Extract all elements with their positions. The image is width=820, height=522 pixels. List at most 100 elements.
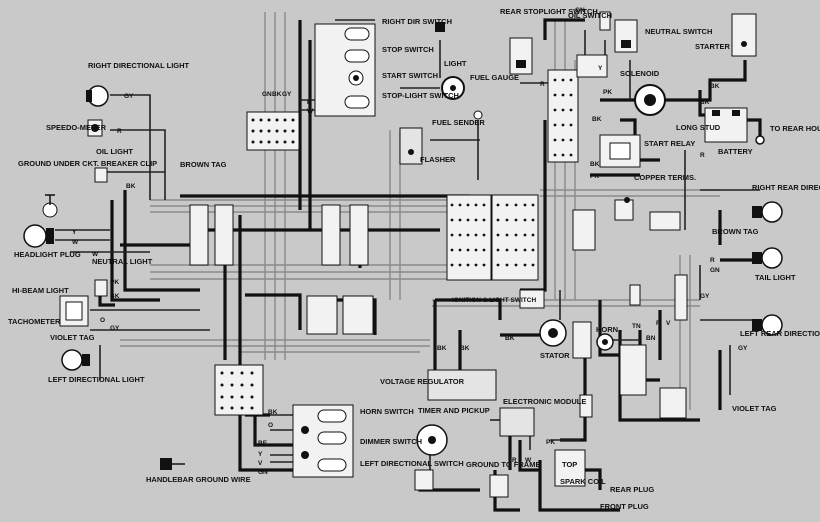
code-r-4: R bbox=[700, 152, 705, 159]
code-r-3: R bbox=[540, 81, 545, 88]
label-start-relay: START RELAY bbox=[644, 139, 695, 148]
code-pk-3: PK bbox=[590, 173, 599, 180]
code-r-5: R bbox=[710, 257, 715, 264]
label-tachometer: TACHOMETER bbox=[8, 317, 61, 326]
code-y-3: Y bbox=[258, 451, 263, 458]
label-left-directional-switch: LEFT DIRECTIONAL SWITCH bbox=[360, 459, 464, 468]
label-dimmer-switch: DIMMER SWITCH bbox=[360, 437, 422, 446]
label-stop-switch: STOP SWITCH bbox=[382, 45, 434, 54]
connector-pins bbox=[220, 78, 573, 410]
label-neutral-switch: NEUTRAL SWITCH bbox=[645, 27, 712, 36]
code-gy-4: GY bbox=[700, 293, 710, 300]
code-y-2: Y bbox=[598, 65, 603, 72]
label-copper-terms: COPPER TERMS. bbox=[634, 173, 696, 182]
right-handlebar-switch-panel bbox=[314, 23, 376, 117]
label-brown-tag-right: BROWN TAG bbox=[712, 227, 759, 236]
label-rear-stoplight-switch: REAR STOPLIGHT SWITCH bbox=[500, 7, 598, 16]
label-left-rear-directional-light: LEFT REAR DIRECTIONAL LIGHT bbox=[740, 329, 820, 338]
svg-text:RIGHT DIR SWITCH: RIGHT DIR SWITCH bbox=[382, 17, 452, 26]
label-oil-switch: OIL SWITCH bbox=[568, 11, 612, 20]
code-bk-7: BK bbox=[590, 161, 600, 168]
code-gn-2: GN bbox=[575, 7, 585, 14]
label-ignition-light-switch: IGNITION & LIGHT SWITCH bbox=[452, 297, 536, 304]
left-handlebar-switch-panel bbox=[160, 404, 354, 478]
label-front-plug: FRONT PLUG bbox=[600, 502, 649, 511]
code-w-4: W bbox=[525, 457, 532, 464]
label-headlight-plug: HEADLIGHT PLUG bbox=[14, 250, 81, 259]
label-hibeam-light: HI-BEAM LIGHT bbox=[12, 286, 69, 295]
label-horn: HORN bbox=[596, 325, 618, 334]
code-gn: GN bbox=[262, 91, 272, 98]
label-timer-pickup: TIMER AND PICKUP bbox=[418, 406, 490, 415]
secondary-wires bbox=[55, 19, 760, 470]
code-bk-4: BK bbox=[710, 83, 720, 90]
wire-code-labels: GY R BK Y W W PK BK O GY GN BK GY R W R … bbox=[72, 7, 748, 476]
code-gn-4: GN bbox=[258, 469, 268, 476]
label-violet-tag-right: VIOLET TAG bbox=[732, 404, 777, 413]
label-right-directional-light: RIGHT DIRECTIONAL LIGHT bbox=[88, 61, 190, 70]
label-stoplight-switch: STOP-LIGHT SWITCH bbox=[382, 91, 459, 100]
center-components bbox=[306, 289, 687, 487]
front-left-components bbox=[23, 85, 109, 371]
label-fuel-sender: FUEL SENDER bbox=[432, 118, 485, 127]
code-bk-10: BK bbox=[505, 335, 515, 342]
label-ground-to-frame: GROUND TO FRAME bbox=[466, 460, 540, 469]
top-right-switches bbox=[509, 11, 638, 75]
label-ground-under-breaker: GROUND UNDER CKT. BREAKER CLIP bbox=[18, 159, 157, 168]
code-bk-5: BK bbox=[700, 99, 710, 106]
label-tail-light: TAIL LIGHT bbox=[755, 273, 796, 282]
code-bk-8: BK bbox=[437, 345, 447, 352]
label-spark-coil: SPARK COIL bbox=[560, 477, 606, 486]
code-r-6: R bbox=[656, 320, 661, 327]
code-w: W bbox=[72, 239, 79, 246]
label-speedometer: SPEEDO-METER bbox=[46, 123, 107, 132]
code-bk-3: BK bbox=[272, 91, 282, 98]
label-left-directional-light: LEFT DIRECTIONAL LIGHT bbox=[48, 375, 145, 384]
code-y: Y bbox=[72, 229, 77, 236]
label-brown-tag-left: BROWN TAG bbox=[180, 160, 227, 169]
label-start-switch: START SWITCH bbox=[382, 71, 438, 80]
code-r-7: R bbox=[512, 457, 517, 464]
code-gy-5: GY bbox=[738, 345, 748, 352]
label-stator: STATOR bbox=[540, 351, 570, 360]
label-top: TOP bbox=[562, 460, 577, 469]
code-gy-2: GY bbox=[110, 325, 120, 332]
code-w-3: W bbox=[307, 108, 314, 115]
label-rear-plug: REAR PLUG bbox=[610, 485, 654, 494]
code-gn-3: GN bbox=[710, 267, 720, 274]
code-bk: BK bbox=[126, 183, 136, 190]
code-r: R bbox=[117, 128, 122, 135]
label-electronic-module: ELECTRONIC MODULE bbox=[503, 397, 586, 406]
rear-lights bbox=[752, 201, 783, 336]
label-handlebar-ground-wire: HANDLEBAR GROUND WIRE bbox=[146, 475, 251, 484]
code-pk-4: PK bbox=[546, 439, 555, 446]
label-fuel-gauge: FUEL GAUGE bbox=[470, 73, 519, 82]
code-gy-3: GY bbox=[282, 91, 292, 98]
fuel-gauge-assembly bbox=[399, 22, 483, 165]
code-be: BE bbox=[258, 440, 268, 447]
code-bk-2: BK bbox=[110, 293, 120, 300]
copper-terminals bbox=[614, 197, 681, 231]
label-flasher: FLASHER bbox=[420, 155, 456, 164]
code-v-2: V bbox=[258, 460, 263, 467]
label-violet-tag-left: VIOLET TAG bbox=[50, 333, 95, 342]
code-bn: BN bbox=[646, 335, 656, 342]
code-bk-11: BK bbox=[268, 409, 278, 416]
code-pk-2: PK bbox=[603, 89, 612, 96]
label-horn-switch: HORN SWITCH bbox=[360, 407, 414, 416]
label-light: LIGHT bbox=[444, 59, 467, 68]
label-voltage-regulator: VOLTAGE REGULATOR bbox=[380, 377, 465, 386]
starter-battery-group bbox=[599, 13, 765, 168]
label-battery: BATTERY bbox=[718, 147, 753, 156]
code-gy: GY bbox=[124, 93, 134, 100]
label-oil-light: OIL LIGHT bbox=[96, 147, 133, 156]
code-bk-6: BK bbox=[592, 116, 602, 123]
label-starter: STARTER bbox=[695, 42, 730, 51]
label-right-dir-switch: RIGHT DIR SWITCH bbox=[382, 17, 452, 26]
label-solenoid: SOLENOID bbox=[620, 69, 660, 78]
label-to-rear-housing-stud: TO REAR HOUSING STUD bbox=[770, 124, 820, 133]
code-o: O bbox=[100, 317, 105, 324]
code-w-2: W bbox=[92, 251, 99, 258]
